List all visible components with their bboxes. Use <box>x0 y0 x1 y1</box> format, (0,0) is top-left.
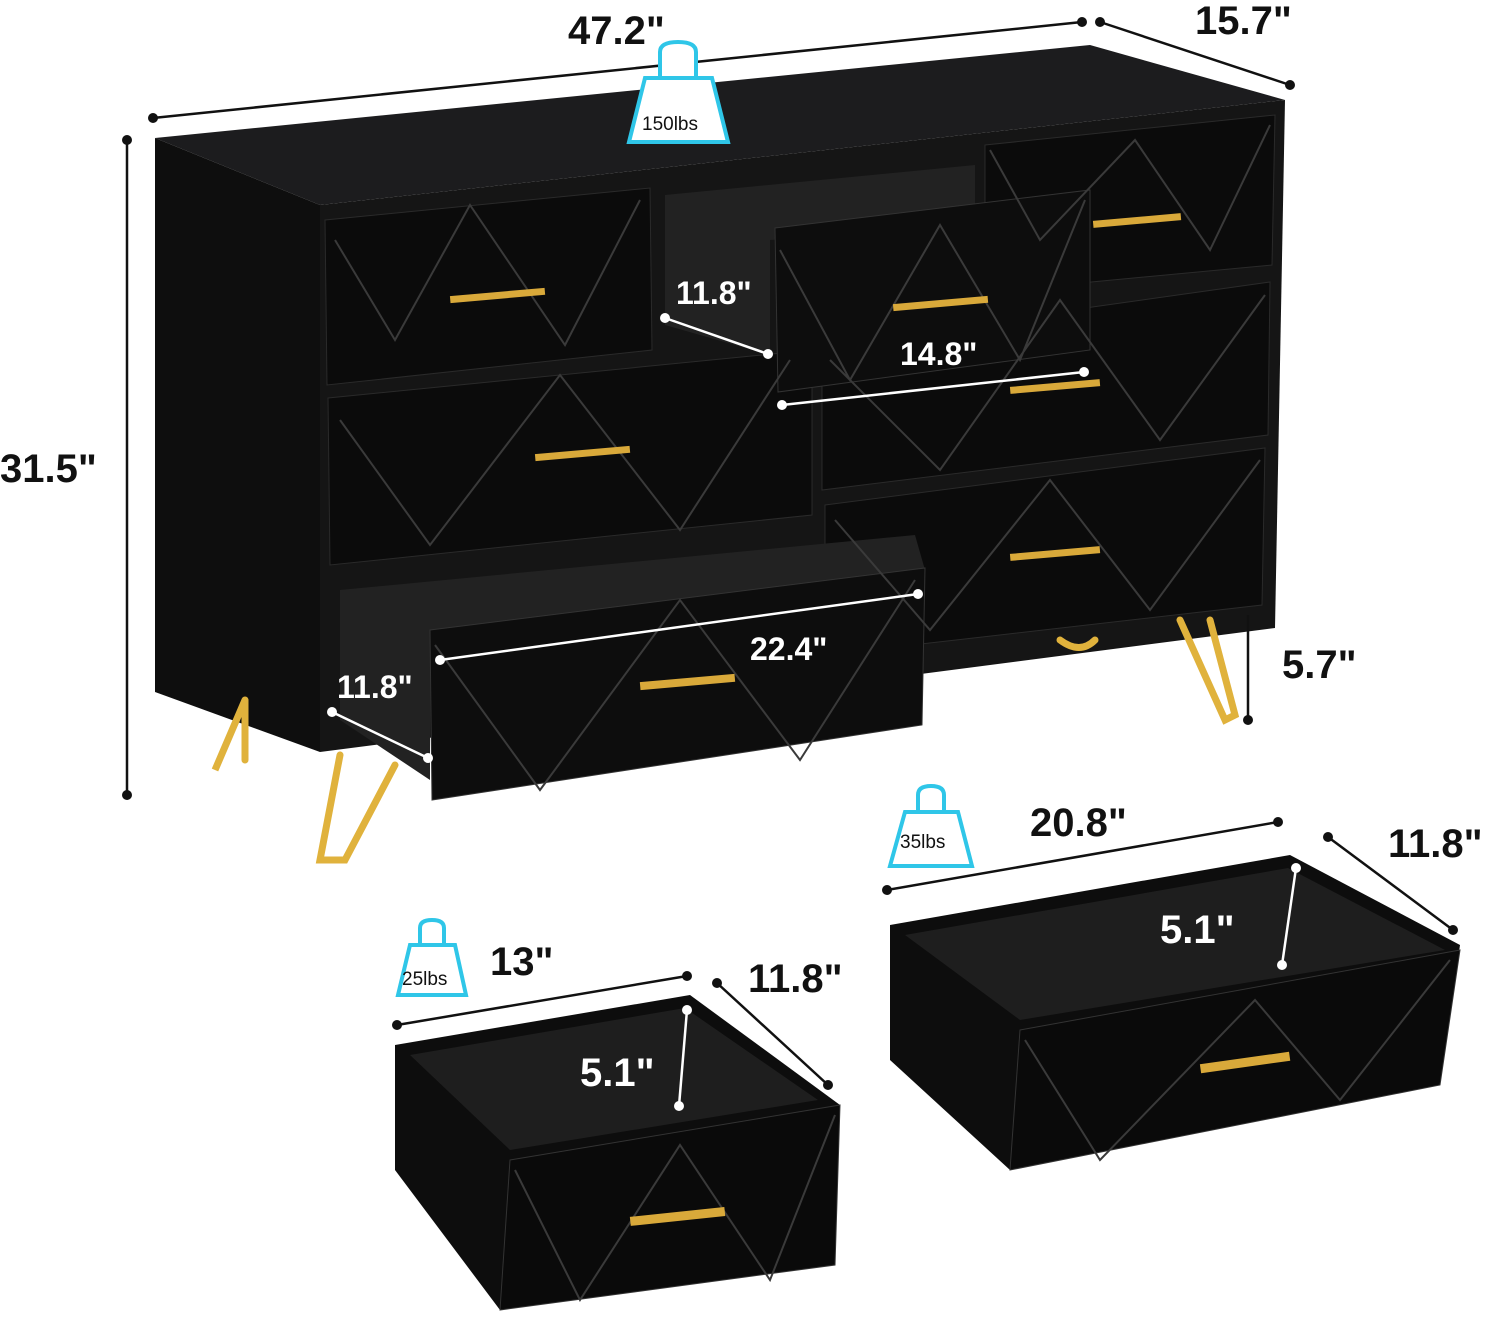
leg-height-label: 5.7" <box>1282 643 1357 687</box>
width-label: 47.2" <box>568 9 665 53</box>
large-drawer-detail: 35lbs 20.8" 11.8" 5.1" <box>882 783 1483 1171</box>
weight-capacity-top: 150lbs <box>626 39 731 144</box>
open-drawer-large <box>340 535 925 780</box>
large-drawer-width-inset-label: 22.4" <box>750 631 827 667</box>
handle <box>1009 379 1101 394</box>
kettlebell-icon <box>887 810 975 868</box>
handle <box>892 295 989 312</box>
kettlebell-icon <box>626 76 731 144</box>
large-drawer-height-label: 5.1" <box>1160 908 1235 952</box>
small-drawer-depth-inset-label: 11.8" <box>676 275 752 311</box>
small-drawer-width-label: 13" <box>490 940 553 984</box>
small-drawer-height-label: 5.1" <box>580 1051 655 1095</box>
handle <box>1199 1051 1291 1074</box>
handle <box>1009 546 1101 561</box>
handle <box>629 1207 726 1226</box>
leg <box>211 696 249 772</box>
dresser <box>155 45 1285 864</box>
kettlebell-icon <box>658 39 698 78</box>
leg <box>315 751 399 864</box>
open-drawer-small <box>665 165 975 355</box>
kettlebell-icon <box>916 783 946 812</box>
overall-dimensions: 47.2" 15.7" 31.5" 5.7" <box>0 0 1357 800</box>
drawer-inset-dimensions: 11.8" 14.8" 22.4" 11.8" <box>327 275 1089 763</box>
leg <box>1176 616 1240 725</box>
dresser-side <box>155 138 320 752</box>
top-weight-label: 150lbs <box>642 114 698 135</box>
handle <box>449 287 546 304</box>
large-drawer-weight-label: 35lbs <box>900 832 945 853</box>
handle <box>639 673 736 691</box>
kettlebell-icon <box>395 943 469 997</box>
large-drawer-width-label: 20.8" <box>1030 801 1127 845</box>
drawer-top-left <box>324 187 653 386</box>
height-label: 31.5" <box>0 447 97 491</box>
depth-label: 15.7" <box>1195 0 1292 43</box>
large-drawer-depth-inset-label: 11.8" <box>337 669 413 705</box>
kettlebell-icon <box>418 917 446 945</box>
small-drawer-depth-label: 11.8" <box>748 957 843 1001</box>
open-drawer-small-front <box>774 189 1091 393</box>
large-drawer-depth-label: 11.8" <box>1388 822 1483 866</box>
small-drawer-width-inset-label: 14.8" <box>900 336 977 372</box>
handle <box>534 445 631 462</box>
small-drawer-weight-label: 25lbs <box>402 969 447 990</box>
handle <box>1092 213 1182 228</box>
small-drawer-detail: 25lbs 13" 11.8" 5.1" <box>392 917 843 1311</box>
leg <box>1056 636 1099 651</box>
